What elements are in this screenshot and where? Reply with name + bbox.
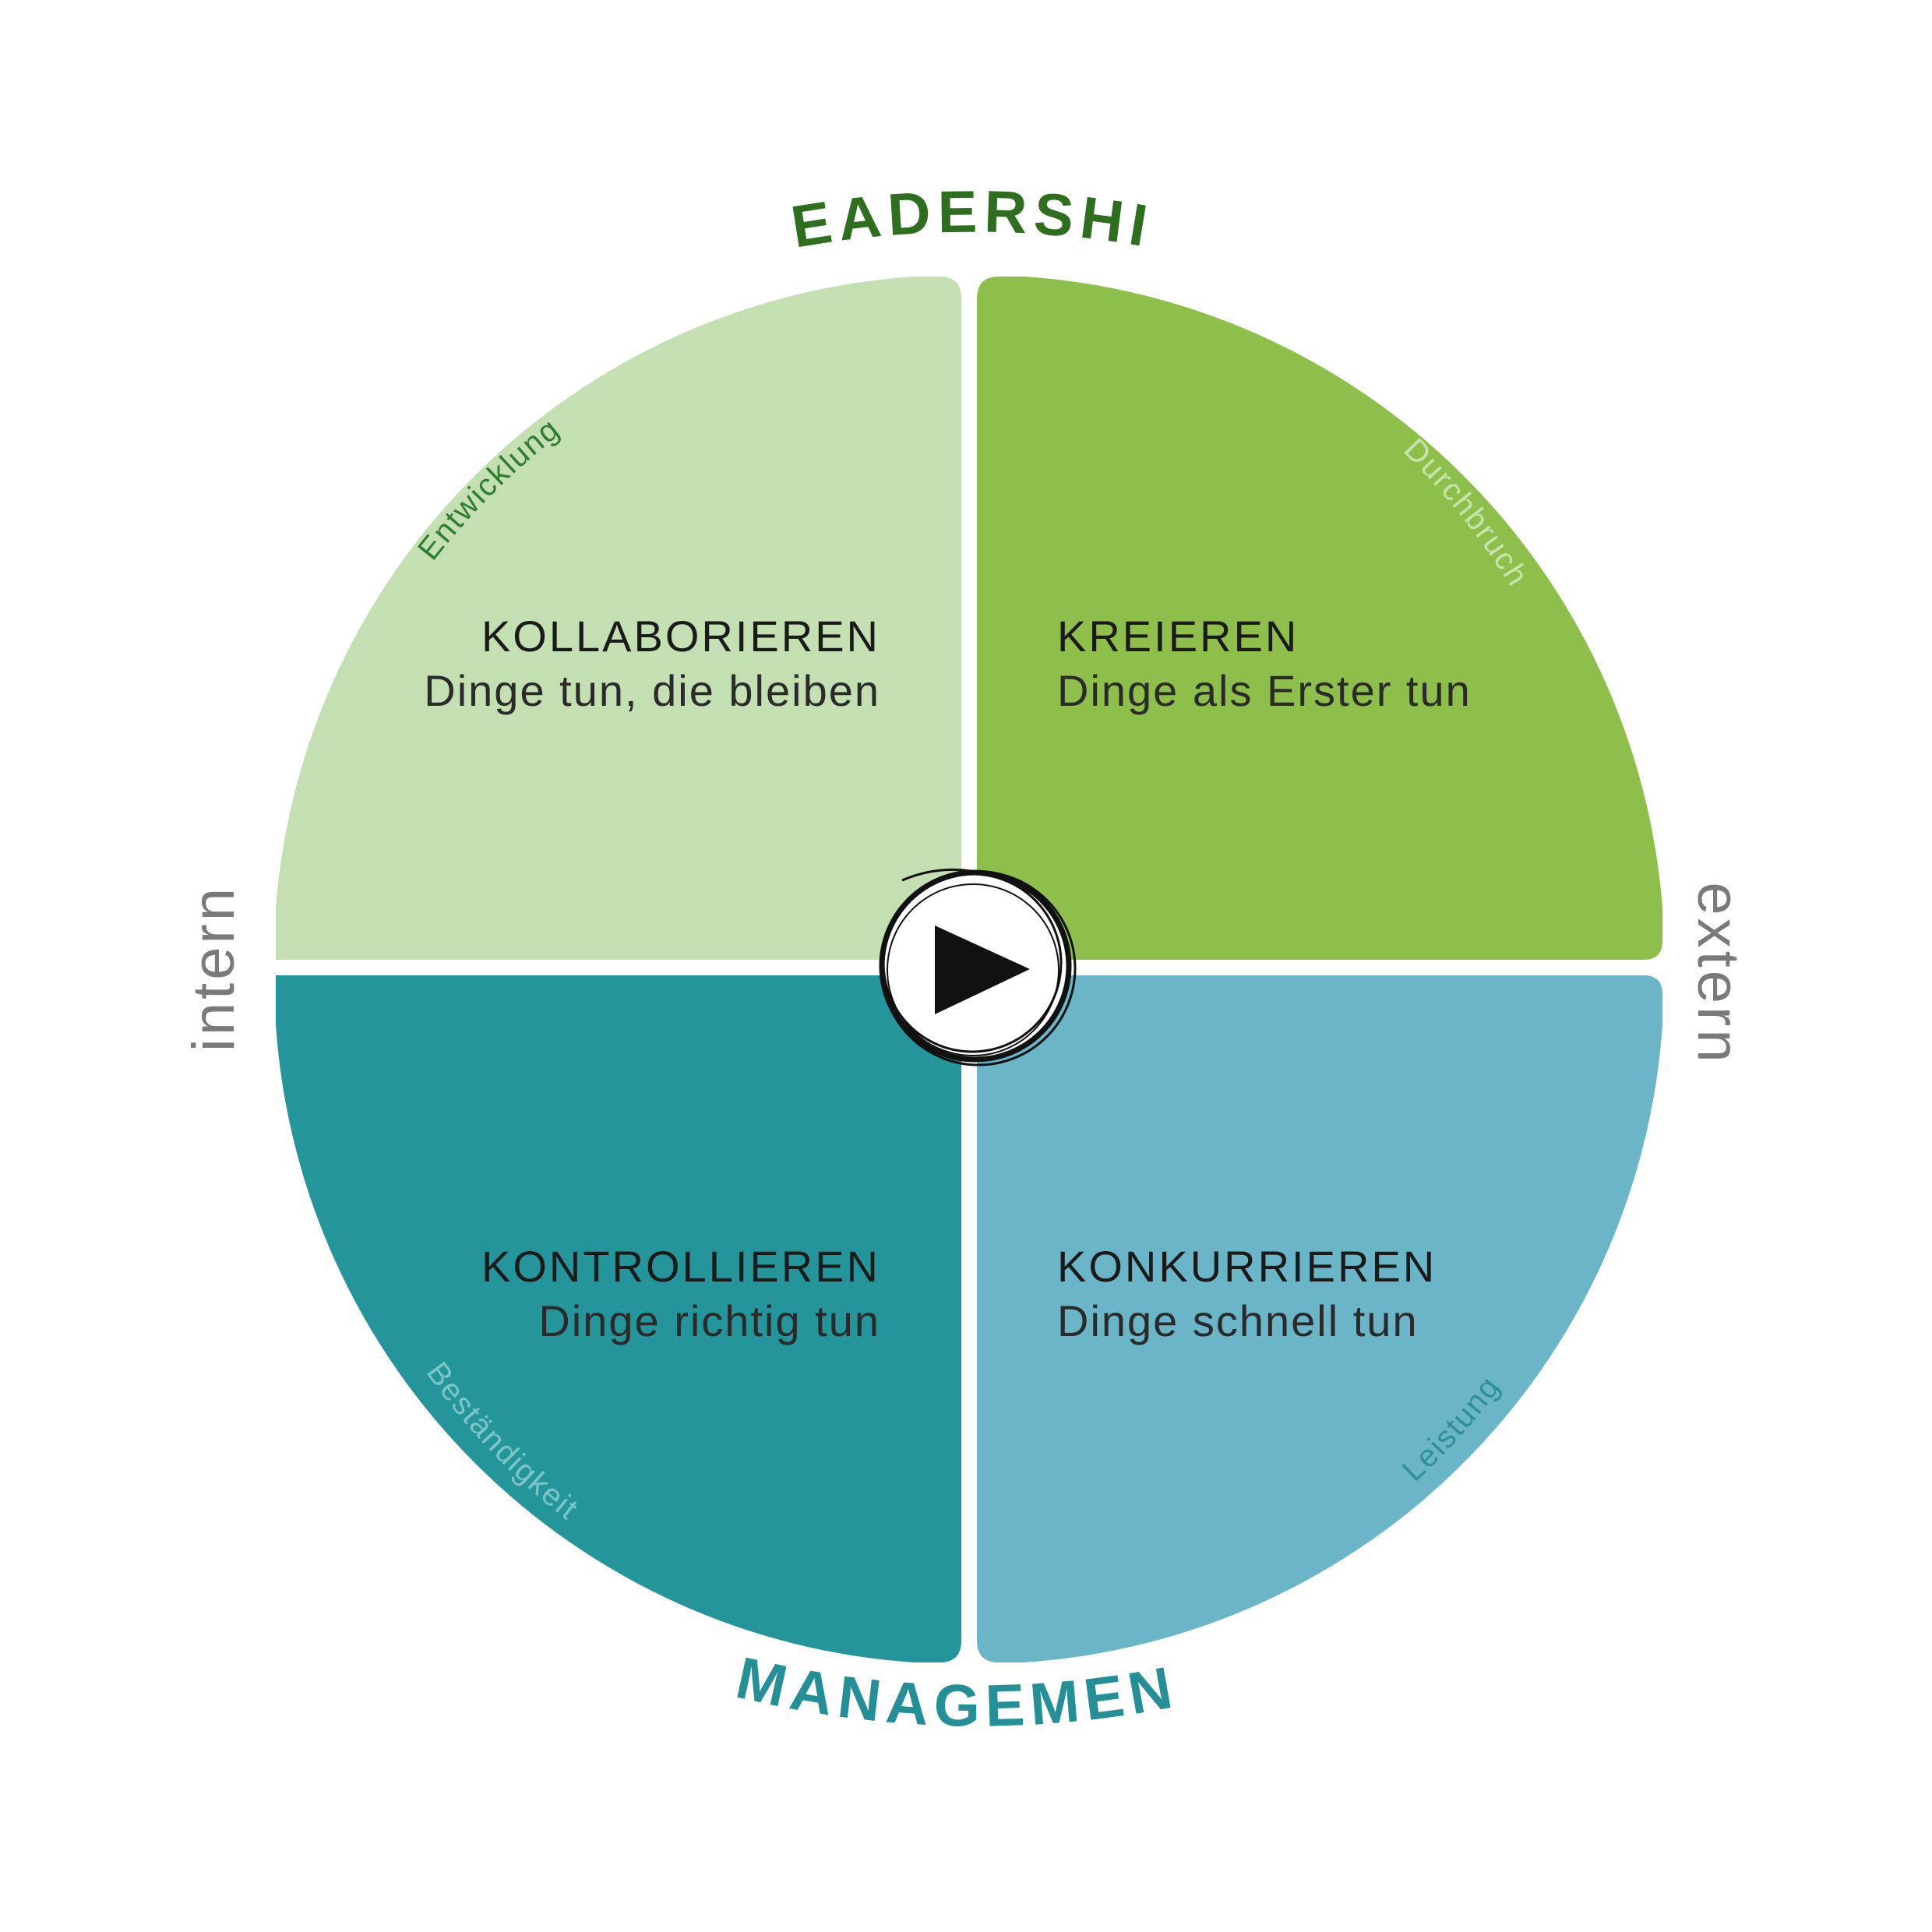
quadrant-top-right-shape <box>977 277 1662 960</box>
quadrant-bottom-left-title: KONTROLLIEREN <box>481 1242 880 1291</box>
quadrant-top-left-shape <box>276 277 961 960</box>
side-label-intern: intern <box>181 885 247 1052</box>
quadrant-bottom-right-subtitle: Dinge schnell tun <box>1057 1296 1419 1345</box>
quadrant-top-left-title: KOLLABORIEREN <box>481 612 880 661</box>
leadership-heading: LEADERSHIP <box>0 0 1158 261</box>
quadrant-bottom-right-shape <box>977 975 1662 1662</box>
quadrant-top-right-title: KREIEREN <box>1057 612 1299 661</box>
quadrant-top-right-subtitle: Dinge als Erster tun <box>1057 666 1472 715</box>
quadrant-bottom-right-title: KONKURRIEREN <box>1057 1242 1437 1291</box>
center-play-button[interactable] <box>879 868 1077 1066</box>
quadrant-bottom-left-shape <box>276 975 961 1662</box>
quadrant-top-left-subtitle: Dinge tun, die bleiben <box>424 666 880 715</box>
quadrant-bottom-left-subtitle: Dinge richtig tun <box>538 1296 880 1345</box>
side-label-extern: extern <box>1685 882 1751 1065</box>
play-icon <box>935 925 1030 1014</box>
